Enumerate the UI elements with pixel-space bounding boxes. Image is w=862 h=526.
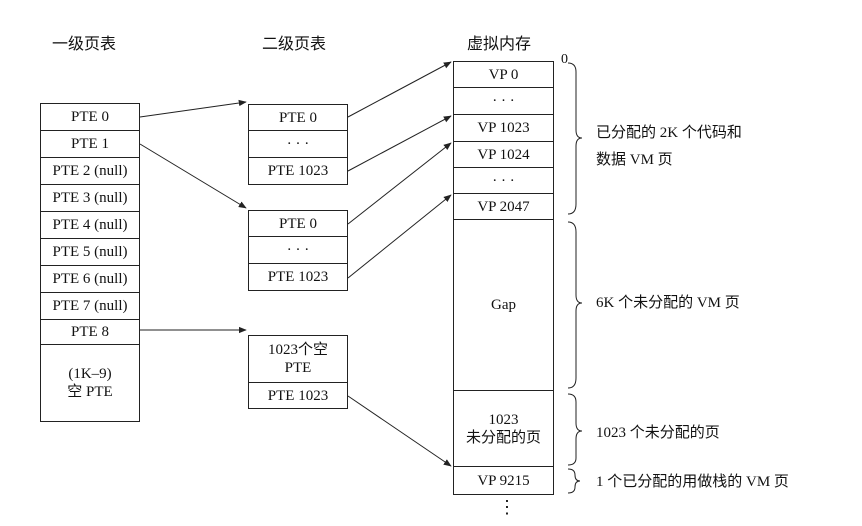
brace-unalloc: [567, 393, 583, 466]
l1-row-0: PTE 0: [40, 103, 140, 131]
vm-row-0: VP 0: [453, 61, 554, 88]
brace-allocated: [567, 62, 583, 215]
l1-row-8: PTE 8: [40, 320, 140, 345]
vm-header: 虚拟内存: [467, 36, 532, 53]
vm-row-2: VP 1023: [453, 115, 554, 142]
arrow-pte1-to-l2b: [139, 143, 247, 209]
annotation-allocated: 已分配的 2K 个代码和 数据 VM 页: [596, 125, 742, 168]
l1-row-2: PTE 2 (null): [40, 158, 140, 185]
l2a-row-2: PTE 1023: [248, 158, 348, 185]
annotation-unalloc: 1023 个未分配的页: [596, 425, 720, 441]
arrow-l2b1023-to-vp2047: [347, 194, 452, 279]
l2c-row-0: 1023个空 PTE: [248, 335, 348, 383]
arrow-pte0-to-l2a: [139, 99, 247, 118]
l2b-row-0: PTE 0: [248, 210, 348, 237]
annotation-gap: 6K 个未分配的 VM 页: [596, 295, 740, 311]
l2a-row-0: PTE 0: [248, 104, 348, 131]
l1-row-5: PTE 5 (null): [40, 239, 140, 266]
l2a-row-1: · · ·: [248, 131, 348, 158]
brace-stack: [567, 468, 581, 494]
vm-zero-label: 0: [561, 52, 568, 67]
l1-row-9: (1K–9) 空 PTE: [40, 345, 140, 422]
l2b-row-1: · · ·: [248, 237, 348, 264]
l1-row-6: PTE 6 (null): [40, 266, 140, 293]
arrow-l2a0-to-vp0: [347, 61, 452, 118]
arrow-l2a1023-to-vp1023: [347, 115, 452, 172]
l1-row-4: PTE 4 (null): [40, 212, 140, 239]
vm-trailing-dots: ⋮: [498, 497, 516, 517]
arrow-l2c1023-to-vp9215: [347, 395, 452, 467]
arrow-l2b0-to-vp1024: [347, 142, 452, 225]
l2c-row-1: PTE 1023: [248, 383, 348, 409]
vm-row-unalloc: 1023 未分配的页: [453, 391, 554, 467]
l1-row-7: PTE 7 (null): [40, 293, 140, 320]
vm-row-1: · · ·: [453, 88, 554, 115]
vm-row-3: VP 1024: [453, 142, 554, 168]
l1-row-1: PTE 1: [40, 131, 140, 158]
annotation-stack: 1 个已分配的用做栈的 VM 页: [596, 474, 789, 490]
vm-row-4: · · ·: [453, 168, 554, 194]
l2b-row-2: PTE 1023: [248, 264, 348, 291]
brace-gap: [567, 221, 583, 389]
l1-row-3: PTE 3 (null): [40, 185, 140, 212]
level1-header: 一级页表: [52, 36, 117, 53]
level2-header: 二级页表: [262, 36, 327, 53]
vm-row-gap: Gap: [453, 220, 554, 391]
vm-row-stack: VP 9215: [453, 467, 554, 495]
vm-row-5: VP 2047: [453, 194, 554, 220]
